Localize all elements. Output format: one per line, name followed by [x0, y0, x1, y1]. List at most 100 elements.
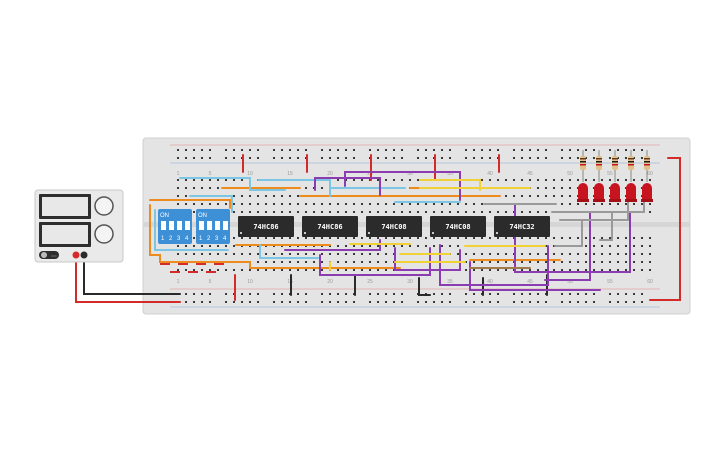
breadboard-hole [385, 179, 387, 181]
breadboard-hole [489, 301, 491, 303]
breadboard-hole [177, 157, 179, 159]
breadboard-hole [345, 237, 347, 239]
breadboard-hole [281, 261, 283, 263]
led-with-resistor[interactable] [641, 150, 653, 202]
ic-chip-2[interactable]: 74HC86 [302, 216, 358, 237]
psu-positive-terminal [72, 251, 80, 259]
gray-wires [483, 199, 645, 247]
breadboard-hole [577, 301, 579, 303]
breadboard-hole [473, 149, 475, 151]
psu-voltage-knob [94, 196, 114, 216]
wires[interactable] [75, 154, 681, 303]
breadboard-hole [345, 245, 347, 247]
breadboard-hole [337, 301, 339, 303]
breadboard-hole [609, 203, 611, 205]
breadboard-hole [537, 157, 539, 159]
breadboard-hole [321, 203, 323, 205]
breadboard-hole [209, 245, 211, 247]
led-array[interactable] [577, 150, 653, 202]
breadboard-hole [401, 179, 403, 181]
breadboard-hole [257, 269, 259, 271]
breadboard-hole [233, 157, 235, 159]
breadboard-hole [585, 179, 587, 181]
breadboard-hole [489, 157, 491, 159]
breadboard-hole [305, 149, 307, 151]
breadboard-hole [473, 293, 475, 295]
dip-position-label: 1 [161, 236, 165, 242]
dip-toggle [223, 221, 228, 230]
breadboard-hole [377, 293, 379, 295]
breadboard-hole [385, 269, 387, 271]
breadboard-hole [209, 293, 211, 295]
breadboard-hole [273, 237, 275, 239]
breadboard-hole [609, 157, 611, 159]
breadboard-hole [377, 253, 379, 255]
breadboard-hole [489, 269, 491, 271]
column-number: 55 [607, 171, 613, 177]
breadboard-hole [177, 179, 179, 181]
breadboard-hole [177, 203, 179, 205]
breadboard-hole [593, 261, 595, 263]
breadboard-hole [289, 269, 291, 271]
ic-chip-5[interactable]: 74HC32 [494, 216, 550, 237]
breadboard-hole [273, 253, 275, 255]
power-supply[interactable]: OFF [34, 189, 124, 263]
breadboard-hole [385, 293, 387, 295]
breadboard-hole [489, 211, 491, 213]
breadboard-hole [481, 261, 483, 263]
breadboard-hole [577, 149, 579, 151]
breadboard-hole [497, 269, 499, 271]
ic-chip-3[interactable]: 74HC08 [366, 216, 422, 237]
breadboard-hole [601, 237, 603, 239]
breadboard-hole [569, 179, 571, 181]
breadboard-hole [369, 293, 371, 295]
dip-switch-2[interactable]: ON 1 2 3 4 [196, 209, 230, 244]
breadboard-hole [337, 149, 339, 151]
wire-purple [439, 244, 549, 286]
breadboard-hole [465, 237, 467, 239]
led-with-resistor[interactable] [577, 150, 589, 202]
dip-switch-1[interactable]: ON 1 2 3 4 [158, 209, 192, 244]
led-with-resistor[interactable] [593, 150, 605, 202]
rail-jumpers[interactable] [160, 263, 224, 273]
breadboard-hole [649, 269, 651, 271]
breadboard-hole [489, 293, 491, 295]
ic-chip-4[interactable]: 74HC08 [430, 216, 486, 237]
breadboard-hole [193, 157, 195, 159]
led-with-resistor[interactable] [625, 150, 637, 202]
breadboard-hole [201, 293, 203, 295]
breadboard-hole [617, 293, 619, 295]
breadboard-hole [649, 211, 651, 213]
breadboard-hole [625, 253, 627, 255]
breadboard-hole [633, 253, 635, 255]
breadboard-hole [385, 245, 387, 247]
breadboard-hole [313, 253, 315, 255]
dip-toggle [215, 221, 220, 230]
ic-chip-1[interactable]: 74HC86 [238, 216, 294, 237]
breadboard-hole [529, 269, 531, 271]
dip-position-label: 4 [185, 236, 189, 242]
breadboard-hole [521, 157, 523, 159]
breadboard-hole [641, 301, 643, 303]
breadboard-hole [521, 237, 523, 239]
led [610, 183, 620, 200]
breadboard-hole [241, 195, 243, 197]
breadboard-hole [473, 253, 475, 255]
breadboard-hole [641, 261, 643, 263]
breadboard-hole [561, 293, 563, 295]
column-number: 15 [287, 171, 293, 177]
column-number: 25 [367, 279, 373, 285]
led-with-resistor[interactable] [609, 150, 621, 202]
breadboard-hole [353, 149, 355, 151]
breadboard-hole [401, 301, 403, 303]
breadboard-hole [529, 293, 531, 295]
breadboard-hole [441, 245, 443, 247]
breadboard-hole [513, 149, 515, 151]
breadboard-hole [481, 157, 483, 159]
breadboard-hole [441, 149, 443, 151]
breadboard-hole [441, 301, 443, 303]
breadboard-hole [281, 203, 283, 205]
breadboard-hole [273, 269, 275, 271]
